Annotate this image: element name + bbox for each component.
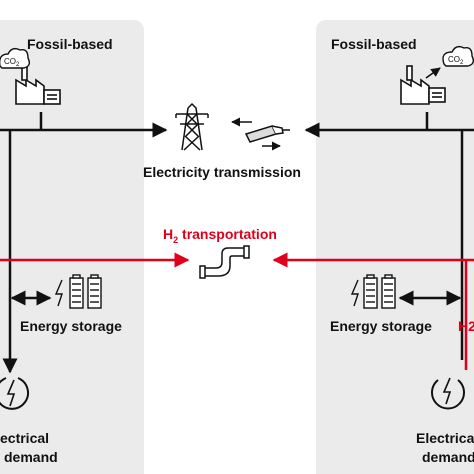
right-demand-line1: Electrical xyxy=(416,430,474,446)
power-pylon-icon xyxy=(175,102,209,151)
h2-transport-sub: 2 xyxy=(173,234,179,245)
left-demand-line1: ectrical xyxy=(0,430,50,446)
right-storage-label: Energy storage xyxy=(330,318,432,334)
factory-icon xyxy=(400,65,446,105)
h2-transport-label: H2 transportation xyxy=(163,227,277,245)
co2-cloud-icon xyxy=(0,47,31,69)
factory-icon xyxy=(15,65,61,105)
left-co2-text: CO2 xyxy=(4,57,20,68)
right-h2-cut-label: H2 xyxy=(458,318,474,334)
lightning-demand-icon xyxy=(0,377,29,410)
left-region-panel xyxy=(0,20,144,474)
right-region-panel xyxy=(316,20,474,474)
right-demand-line2: demand xyxy=(422,449,474,465)
h2-transport-rest: transportation xyxy=(178,226,277,242)
transmission-label: Electricity transmission xyxy=(143,164,301,180)
co2-cloud-icon xyxy=(442,45,474,67)
cable-icon xyxy=(231,117,290,151)
left-demand-line2: demand xyxy=(4,449,58,465)
lightning-demand-icon xyxy=(431,377,465,410)
left-region-title: Fossil-based xyxy=(27,36,113,52)
right-co2-text: CO2 xyxy=(448,55,464,66)
battery-icon xyxy=(350,274,396,309)
right-region-title: Fossil-based xyxy=(331,36,417,52)
h2-transport-main: H xyxy=(163,226,174,242)
battery-icon xyxy=(54,274,102,309)
pipe-icon xyxy=(199,245,250,279)
left-storage-label: Energy storage xyxy=(20,318,122,334)
